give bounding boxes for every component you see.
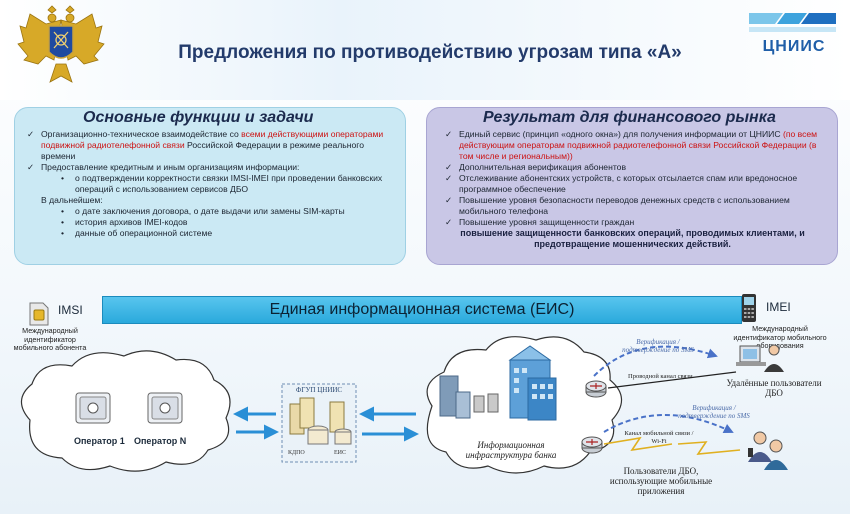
result-item: ✓ Повышение уровня защищенности граждан bbox=[441, 217, 827, 228]
page-title: Предложения по противодействию угрозам т… bbox=[178, 42, 682, 63]
bullet-icon: • bbox=[61, 217, 65, 227]
results-title: Результат для финансового рынка bbox=[483, 109, 776, 126]
function-item: • о дате заключения договора, о дате выда… bbox=[23, 206, 397, 217]
check-icon: ✓ bbox=[27, 129, 35, 139]
sim-card-icon bbox=[29, 302, 49, 326]
function-item-text: история архивов IMEI-кодов bbox=[75, 217, 188, 227]
result-item-text: Отслеживание абонентских устройств, с ко… bbox=[459, 173, 798, 194]
function-item: • история архивов IMEI-кодов bbox=[23, 217, 397, 228]
mobile-users-group-icon bbox=[748, 431, 788, 470]
function-item-text: Российской Федерации в режиме реального … bbox=[41, 140, 364, 161]
router-icon-wired bbox=[585, 380, 607, 398]
result-item-text: Повышение уровня безопасности переводов … bbox=[459, 195, 790, 216]
function-item-text: Предоставление кредитным и иным организа… bbox=[41, 162, 300, 172]
function-item: ✓ Организационно-техническое взаимодейств… bbox=[23, 129, 397, 162]
router-icon-mobile bbox=[581, 436, 603, 454]
function-item: • о подтверждении корректности связки IMS… bbox=[23, 173, 397, 195]
function-item: • данные об операционной системе bbox=[23, 228, 397, 239]
header-band bbox=[0, 0, 850, 100]
cniis-logo bbox=[749, 13, 836, 32]
wired-channel-label: Проводной канал связи bbox=[628, 373, 693, 380]
mobile-channel-label: Канал мобильной связи / Wi-Fi bbox=[624, 430, 694, 445]
function-item-text: Организационно-техническое взаимодействи… bbox=[41, 129, 242, 139]
emblem-icon bbox=[17, 5, 105, 83]
function-item: В дальнейшем: bbox=[23, 195, 397, 206]
sms-verification-label-2: Верификация / подтверждение по SMS bbox=[678, 404, 750, 420]
check-icon: ✓ bbox=[445, 129, 453, 139]
wired-channel-line bbox=[607, 371, 737, 389]
function-item-text: В дальнейшем: bbox=[41, 195, 103, 205]
result-item-text: (по всем действующим операторам подвижно… bbox=[459, 129, 818, 161]
check-icon: ✓ bbox=[445, 162, 453, 172]
results-panel: Результат для финансового рынка ✓ Единый … bbox=[426, 107, 838, 265]
bullet-icon: • bbox=[61, 228, 65, 238]
fgup-title: ФГУП ЦНИИС bbox=[295, 386, 343, 394]
operator-n-label: Оператор N bbox=[134, 436, 187, 446]
functions-title: Основные функции и задачи bbox=[83, 109, 314, 126]
functions-panel: Основные функции и задачи ✓ Организационн… bbox=[14, 107, 406, 265]
result-item: ✓ Отслеживание абонентских устройств, с к… bbox=[441, 173, 827, 195]
result-item: ✓ Повышение уровня безопасности переводов… bbox=[441, 195, 827, 217]
wireless-link-1 bbox=[603, 436, 673, 452]
functions-list: ✓ Организационно-техническое взаимодейств… bbox=[23, 129, 397, 239]
check-icon: ✓ bbox=[27, 162, 35, 172]
function-item-text: данные об операционной системе bbox=[75, 228, 213, 238]
result-item-text: Единый сервис (принцип «одного окна») дл… bbox=[459, 129, 783, 139]
sms-verification-arc-2 bbox=[603, 414, 734, 434]
mobile-phone-icon bbox=[742, 294, 756, 322]
operator-n-server-icon bbox=[147, 392, 183, 424]
check-icon: ✓ bbox=[445, 195, 453, 205]
fgup-database-icon bbox=[289, 397, 352, 445]
operator-1-server-icon bbox=[75, 392, 111, 424]
result-item-text: Повышение уровня защищенности граждан bbox=[459, 217, 635, 227]
result-item: ✓ Единый сервис (принцип «одного окна») д… bbox=[441, 129, 827, 162]
remote-user-computer-icon bbox=[736, 344, 784, 372]
function-item: ✓ Предоставление кредитным и иным организ… bbox=[23, 162, 397, 173]
fgup-db1-label: КДПО bbox=[288, 450, 305, 456]
function-item-text: о дате заключения договора, о дате выдач… bbox=[75, 206, 345, 216]
sms-verification-arc-1 bbox=[593, 345, 718, 377]
logo-text: ЦНИИС bbox=[762, 38, 826, 55]
imsi-label: IMSI bbox=[58, 303, 83, 317]
check-icon: ✓ bbox=[445, 217, 453, 227]
function-item-text: всеми действующими операторами подвижной… bbox=[41, 129, 384, 150]
fgup-db2-label: ЕИС bbox=[334, 450, 346, 456]
operators-cloud bbox=[20, 350, 231, 472]
sms-verification-label-1: Верификация / подтверждение по SMS bbox=[622, 338, 694, 354]
bank-buildings-icon bbox=[439, 345, 557, 421]
bullet-icon: • bbox=[61, 173, 65, 183]
remote-users-label: Удалённые пользователи ДБО bbox=[726, 378, 822, 398]
eis-bar: Единая информационная система (ЕИС) bbox=[102, 296, 742, 324]
check-icon: ✓ bbox=[445, 173, 453, 183]
operator-1-label: Оператор 1 bbox=[74, 436, 125, 446]
imei-label: IMEI bbox=[766, 300, 791, 314]
mobile-users-label: Пользователи ДБО, использующие мобильные… bbox=[609, 466, 713, 496]
results-list: ✓ Единый сервис (принцип «одного окна») д… bbox=[441, 129, 827, 228]
bullet-icon: • bbox=[61, 206, 65, 216]
result-item: ✓ Дополнительная верификация абонентов bbox=[441, 162, 827, 173]
imei-caption: Международный идентификатор мобильного о… bbox=[733, 324, 827, 350]
result-item-text: Дополнительная верификация абонентов bbox=[459, 162, 627, 172]
imsi-caption: Международный идентификатор мобильного а… bbox=[13, 326, 87, 352]
function-item-text: о подтверждении корректности связки IMSI… bbox=[75, 173, 383, 194]
bank-caption: Информационная инфраструктура банка bbox=[465, 440, 557, 460]
wireless-link-2 bbox=[677, 441, 741, 455]
results-summary: повышение защищенности банковских операц… bbox=[460, 228, 805, 249]
